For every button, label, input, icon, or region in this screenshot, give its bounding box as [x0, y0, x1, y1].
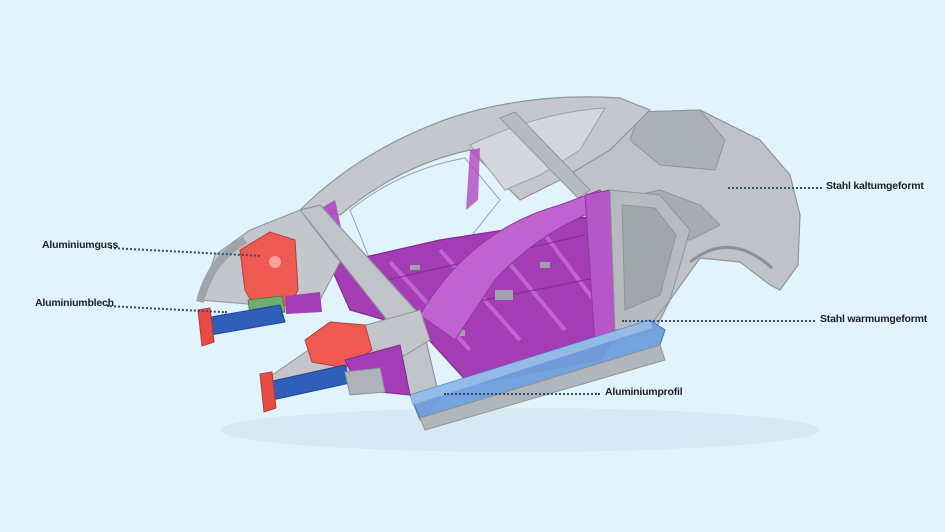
label-aluminiumguss: Aluminiumguss: [42, 239, 119, 251]
front-rail-left: [204, 304, 286, 336]
aluminium-cast-right: [304, 321, 373, 369]
label-stahl-kaltumgeformt: Stahl kaltumgeformt: [826, 180, 924, 192]
label-aluminiumblech: Aluminiumblech: [35, 297, 114, 309]
label-aluminiumprofil: Aluminiumprofil: [605, 386, 683, 398]
leader-line-aluminiumprofil: [444, 393, 600, 395]
leader-line-stahl-warmumgeformt: [622, 320, 815, 322]
leader-line-stahl-kaltumgeformt: [728, 187, 822, 189]
label-stahl-warmumgeformt: Stahl warmumgeformt: [820, 313, 928, 325]
b-pillar-ring: [419, 189, 611, 341]
